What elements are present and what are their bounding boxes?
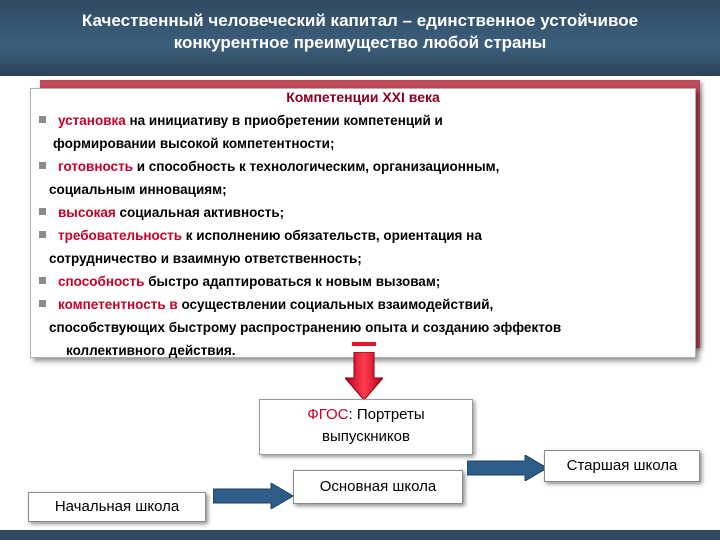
- item-highlight: способность: [58, 274, 145, 289]
- list-item: требовательность к исполнению обязательс…: [39, 224, 689, 247]
- list-item-continuation: коллективного действия.: [66, 343, 236, 358]
- list-item-continuation: формировании высокой компетентности;: [53, 136, 335, 151]
- basic-school-box: Основная школа: [293, 470, 463, 504]
- slide-header: Качественный человеческий капитал – един…: [0, 0, 720, 76]
- item-text: социальная активность;: [115, 205, 285, 220]
- arrow-bar: [352, 342, 376, 346]
- competencies-list: установка на инициативу в приобретении к…: [39, 109, 689, 362]
- competencies-heading: Компетенции XXI века: [286, 89, 440, 105]
- senior-school-box: Старшая школа: [544, 450, 700, 482]
- fgos-line2: выпускников: [322, 428, 410, 445]
- fgos-subtitle: : Портреты: [348, 406, 425, 423]
- bullet-icon: [39, 276, 46, 284]
- arrow-right-icon: [213, 483, 293, 509]
- item-highlight: готовность: [58, 159, 133, 174]
- list-item-continuation: сотрудничество и взаимную ответственност…: [49, 251, 362, 266]
- fgos-label: ФГОС: [307, 406, 349, 423]
- fgos-box: ФГОС: Портреты выпускников: [259, 399, 473, 455]
- list-item: установка на инициативу в приобретении к…: [39, 109, 689, 132]
- slide-title: Качественный человеческий капитал – един…: [81, 11, 639, 52]
- item-highlight: требовательность: [58, 228, 183, 243]
- item-text: осуществлении социальных взаимодействий,: [177, 297, 494, 312]
- list-item-continuation: социальным инновациям;: [49, 182, 227, 197]
- competencies-card: Компетенции XXI века установка на инициа…: [30, 88, 696, 358]
- bullet-icon: [39, 299, 46, 307]
- item-highlight: компетентность в: [58, 297, 178, 312]
- list-item-continuation: способствующих быстрому распространению …: [49, 320, 562, 335]
- arrow-right-icon: [467, 455, 547, 481]
- list-item: компетентность в осуществлении социальны…: [39, 293, 689, 316]
- item-text: и способность к технологическим, организ…: [132, 159, 500, 174]
- fgos-line1: ФГОС: Портреты: [260, 404, 472, 426]
- slide-footer: [0, 530, 720, 540]
- bullet-icon: [39, 115, 46, 123]
- primary-school-box: Начальная школа: [28, 492, 206, 522]
- list-item: способность быстро адаптироваться к новы…: [39, 270, 689, 293]
- bullet-icon: [39, 161, 46, 169]
- item-text: к исполнению обязательств, ориентация на: [182, 228, 482, 243]
- item-text: быстро адаптироваться к новым вызовам;: [144, 274, 441, 289]
- item-highlight: установка: [58, 113, 126, 128]
- list-item: готовность и способность к технологическ…: [39, 155, 689, 178]
- item-highlight: высокая: [58, 205, 116, 220]
- bullet-icon: [39, 230, 46, 238]
- bullet-icon: [39, 207, 46, 215]
- arrow-down-icon: [345, 352, 383, 400]
- item-text: на инициативу в приобретении компетенций…: [125, 113, 443, 128]
- list-item: высокая социальная активность;: [39, 201, 689, 224]
